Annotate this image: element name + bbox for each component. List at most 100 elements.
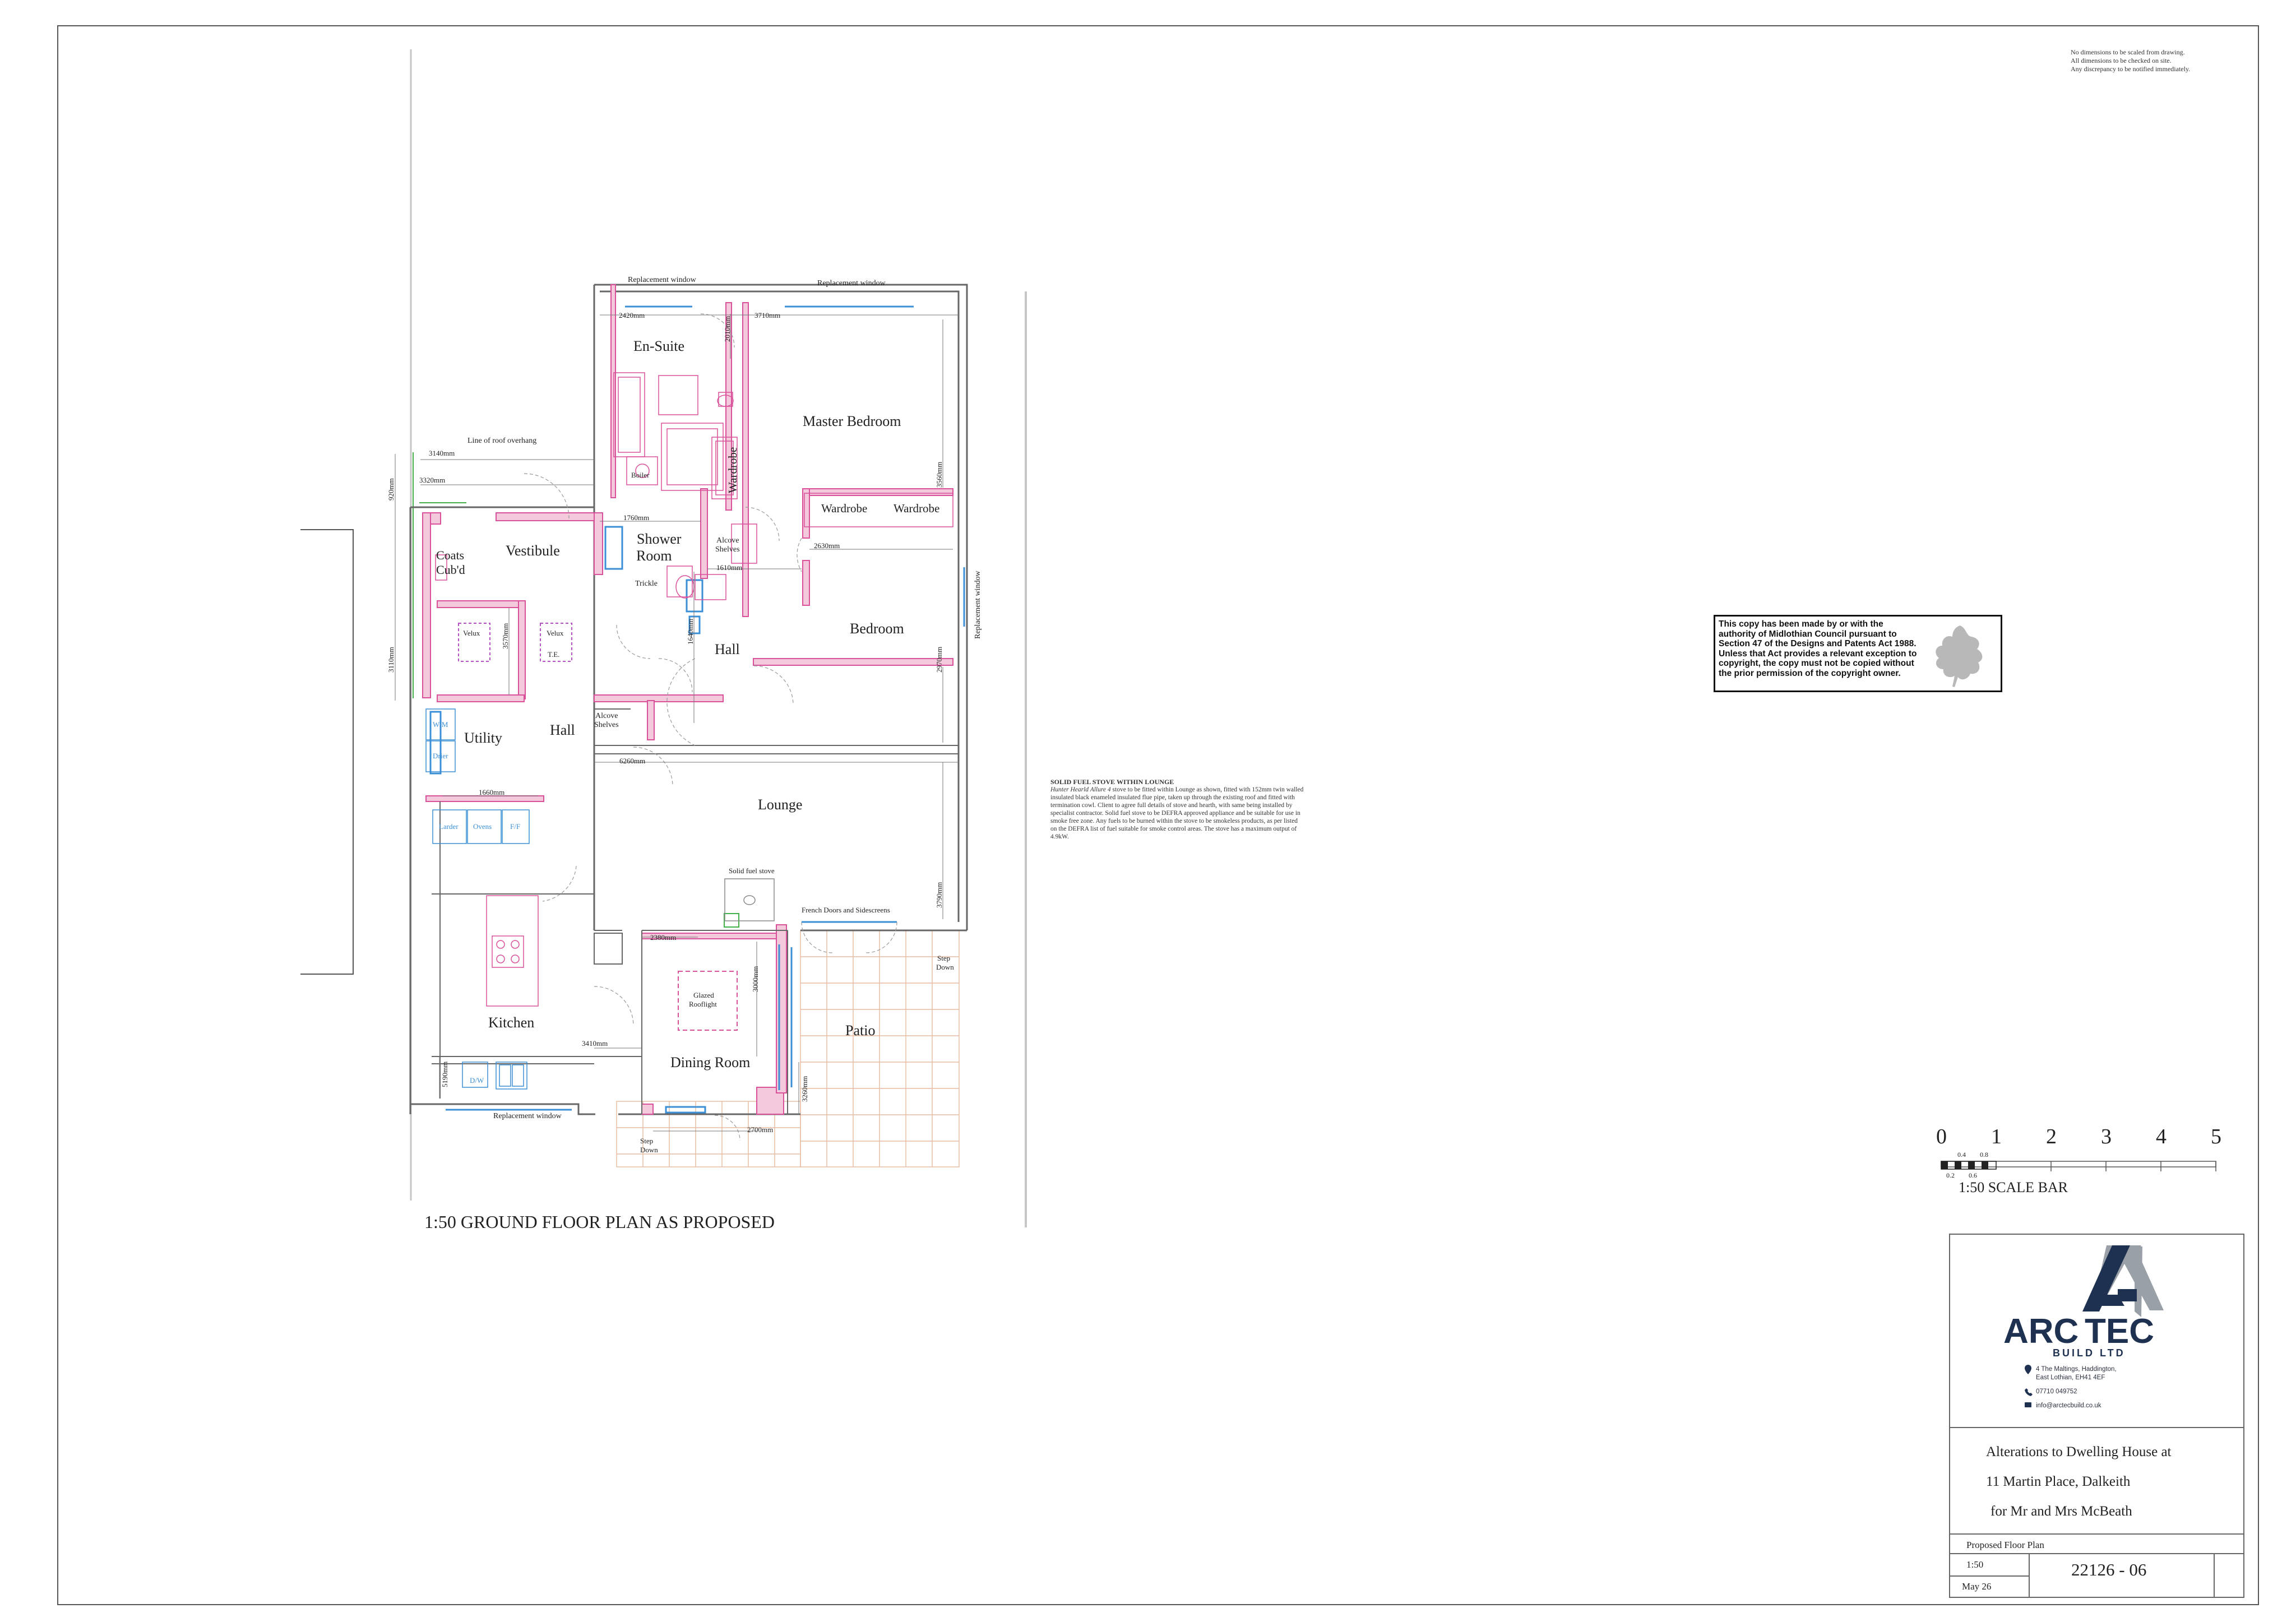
contact-text: 4 The Maltings, Haddington, East Lothian… — [2036, 1366, 2117, 1409]
room-lounge: Lounge — [758, 796, 802, 813]
dimension-lines — [395, 314, 959, 1132]
dim-2420: 2420mm — [619, 311, 645, 319]
title-block-text: Alterations to Dwelling House at 11 Mart… — [1962, 1444, 2172, 1592]
scale-0: 0 — [1936, 1125, 1947, 1148]
label-roof-overhang: Line of roof overhang — [467, 437, 536, 445]
room-hall-lower: Hall — [550, 722, 575, 738]
dim-1760: 1760mm — [623, 513, 649, 522]
scale-0-8: 0.8 — [1980, 1151, 1988, 1158]
dim-3140: 3140mm — [429, 449, 455, 457]
dim-3000: 3000mm — [751, 966, 760, 992]
label-ff: F/F — [510, 822, 520, 831]
label-down-2: Down — [936, 963, 954, 971]
room-vestibule: Vestibule — [506, 543, 560, 559]
label-larder: Larder — [439, 822, 459, 831]
copyright-text: This copy has been made by or with the a… — [1719, 619, 1917, 678]
address-line1: 4 The Maltings, Haddington, — [2036, 1366, 2117, 1373]
label-ovens: Ovens — [473, 822, 492, 831]
dim-3110: 3110mm — [387, 647, 395, 673]
label-cubd: Cub'd — [436, 563, 465, 577]
label-shelves-2: Shelves — [594, 721, 619, 729]
room-shower-line2: Room — [636, 548, 672, 564]
kitchen-island — [486, 895, 539, 1007]
label-down-1: Down — [640, 1146, 658, 1154]
label-te: T.E. — [548, 650, 559, 659]
scale-bar: 0 1 2 3 4 5 0.4 0.8 0.2 0.6 — [1936, 1125, 2221, 1179]
door-swings — [524, 313, 897, 1141]
dim-5190: 5190mm — [441, 1062, 449, 1087]
note-line-2: All dimensions to be checked on site. — [2071, 57, 2172, 64]
note-line-1: No dimensions to be scaled from drawing. — [2071, 48, 2185, 56]
dim-3410: 3410mm — [582, 1039, 608, 1048]
room-shower-line1: Shower — [637, 531, 682, 547]
drawing-scale: 1:50 — [1966, 1559, 1983, 1570]
dim-2700: 2700mm — [747, 1125, 773, 1134]
label-alcove-2: Alcove — [595, 712, 618, 720]
label-replacement-window-1: Replacement window — [628, 276, 697, 284]
windows-blue — [429, 305, 965, 1114]
label-boiler: Boiler — [631, 471, 650, 479]
roof-overhang-green — [413, 452, 739, 928]
label-replacement-window-bottom: Replacement window — [493, 1112, 562, 1120]
room-wardrobe-1: Wardrobe — [821, 502, 867, 515]
label-wm: W/M — [433, 720, 448, 729]
plan-title: 1:50 GROUND FLOOR PLAN AS PROPOSED — [424, 1212, 775, 1232]
location-pin-icon — [2025, 1365, 2031, 1374]
dim-2970: 2970mm — [935, 647, 943, 673]
scale-0-2: 0.2 — [1946, 1171, 1955, 1179]
dim-3260: 3260mm — [800, 1076, 809, 1102]
copyright-stamp: This copy has been made by or with the a… — [1714, 615, 2002, 692]
oak-leaf-icon — [1936, 625, 1983, 687]
room-master-bedroom: Master Bedroom — [803, 413, 901, 429]
dim-1610: 1610mm — [716, 563, 742, 572]
label-trickle: Trickle — [635, 580, 658, 588]
sheet-border — [57, 25, 2259, 1605]
scale-3: 3 — [2101, 1125, 2112, 1148]
scale-5: 5 — [2211, 1125, 2221, 1148]
label-replacement-window-2: Replacement window — [817, 279, 886, 288]
room-bedroom: Bedroom — [850, 620, 904, 637]
phone-icon — [2025, 1388, 2033, 1396]
drawing-title: Proposed Floor Plan — [1966, 1540, 2044, 1550]
kitchen-appliances — [425, 708, 530, 1090]
label-alcove-1: Alcove — [716, 536, 739, 545]
email-text: info@arctecbuild.co.uk — [2036, 1402, 2101, 1409]
label-french-doors: French Doors and Sidescreens — [802, 906, 890, 914]
scale-1: 1 — [1991, 1125, 2002, 1148]
stove-note: SOLID FUEL STOVE WITHIN LOUNGE Hunter He… — [1050, 778, 1306, 841]
title-block-frame — [1949, 1234, 2244, 1598]
brand-sub: BUILD LTD — [2053, 1347, 2126, 1359]
pink-walls — [422, 284, 953, 1115]
room-en-suite: En-Suite — [633, 338, 684, 354]
drawing-date: May 26 — [1962, 1581, 1991, 1592]
note-line-3: Any discrepancy to be notified immediate… — [2071, 65, 2191, 73]
project-line3: for Mr and Mrs McBeath — [1991, 1504, 2132, 1519]
dim-1640: 1640mm — [686, 619, 695, 645]
room-dining-room: Dining Room — [670, 1054, 750, 1070]
stove-note-product: Hunter Hearld Allure 4 — [1050, 786, 1111, 793]
stove-note-heading: SOLID FUEL STOVE WITHIN LOUNGE — [1050, 778, 1174, 786]
stove-note-body: stove to be fitted within Lounge as show… — [1050, 786, 1304, 840]
outer-walls — [409, 284, 968, 1115]
label-drier: Drier — [433, 752, 448, 760]
room-patio: Patio — [845, 1022, 875, 1039]
room-wardrobe-2: Wardrobe — [894, 502, 939, 515]
scale-0-4: 0.4 — [1957, 1151, 1966, 1158]
velux-rooflights — [458, 623, 572, 662]
brand-arc: ARC — [2003, 1312, 2079, 1351]
dim-3790: 3790mm — [935, 882, 943, 908]
dim-2010: 2010mm — [723, 316, 732, 342]
dim-3710: 3710mm — [754, 311, 780, 319]
label-glazed: Glazed — [693, 991, 714, 999]
label-dw: D/W — [470, 1076, 484, 1085]
room-kitchen: Kitchen — [488, 1014, 534, 1031]
scale-4: 4 — [2156, 1125, 2167, 1148]
email-icon — [2025, 1402, 2031, 1407]
stove-hearth — [724, 878, 775, 921]
general-notes: No dimensions to be scaled from drawing.… — [2071, 48, 2190, 73]
label-solid-fuel-stove: Solid fuel stove — [729, 866, 775, 875]
dim-1660: 1660mm — [479, 788, 504, 796]
project-line2: 11 Martin Place, Dalkeith — [1986, 1474, 2131, 1489]
